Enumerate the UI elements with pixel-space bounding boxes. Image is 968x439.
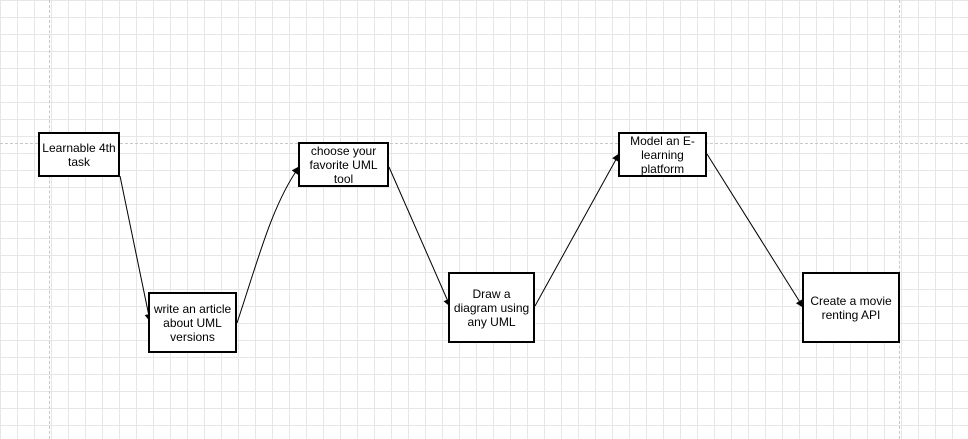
page-guide-left (49, 0, 50, 439)
node-label: Draw a diagram using any UML (453, 286, 530, 329)
node-label: write an article about UML versions (153, 301, 232, 344)
node-create-movie-api[interactable]: Create a movie renting API (802, 272, 900, 343)
node-model-e-learning[interactable]: Model an E-learning platform (618, 132, 707, 177)
node-label: Learnable 4th task (42, 140, 116, 169)
connector-n2-n3[interactable] (236, 166, 300, 324)
node-label: Model an E-learning platform (630, 133, 695, 176)
connector-n5-n6[interactable] (706, 153, 804, 308)
connector-n3-n4[interactable] (388, 166, 451, 307)
node-label: Create a movie renting API (810, 293, 892, 322)
node-learnable-4th-task[interactable]: Learnable 4th task (38, 132, 120, 177)
node-draw-diagram[interactable]: Draw a diagram using any UML (448, 272, 535, 343)
node-choose-uml-tool[interactable]: choose your favorite UML tool (298, 142, 389, 187)
page-guide-horizontal (0, 143, 968, 144)
node-label: choose your favorite UML tool (309, 143, 378, 186)
node-write-article[interactable]: write an article about UML versions (148, 292, 237, 353)
connector-n4-n5[interactable] (534, 153, 620, 307)
connector-n1-n2[interactable] (119, 175, 153, 322)
page-guide-right (899, 0, 900, 439)
